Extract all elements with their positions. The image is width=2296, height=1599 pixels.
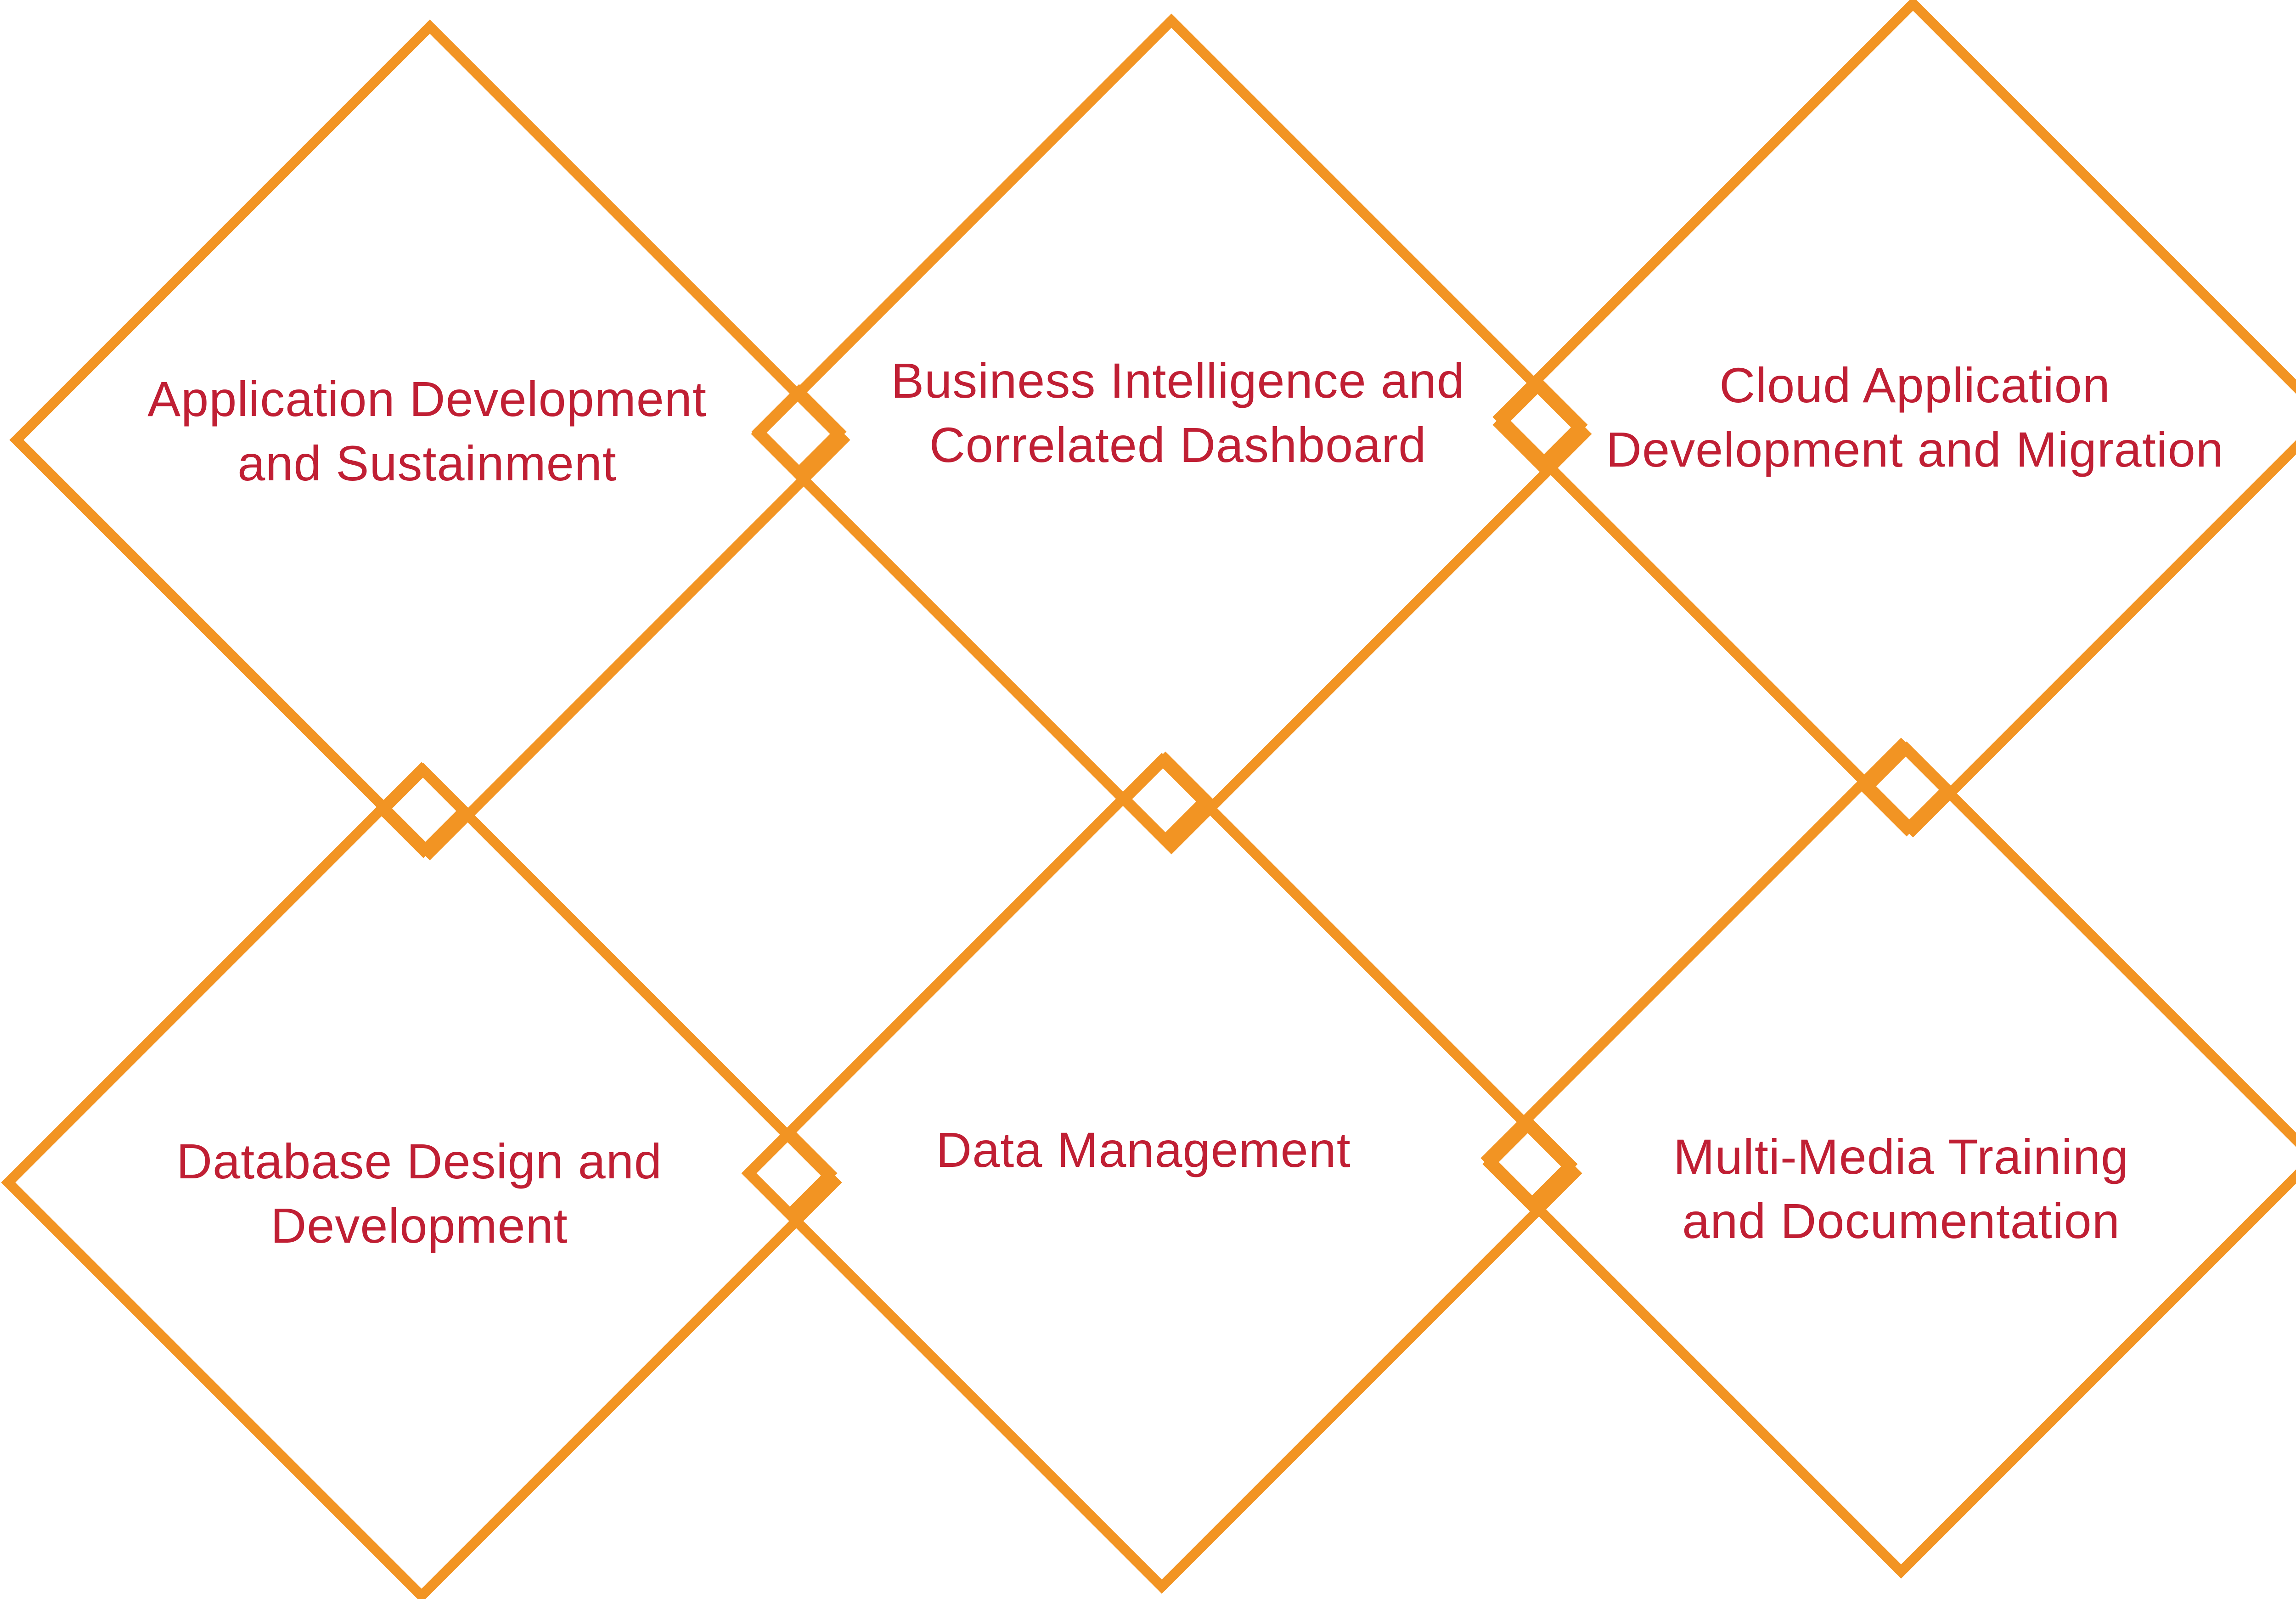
label-line: Development and Migration (1606, 422, 2224, 477)
label-data-management: Data Management (936, 1122, 1351, 1177)
diamond-cloud-application (1492, 0, 2296, 838)
label-line: Correlated Dashboard (929, 417, 1427, 473)
label-line: and Documentation (1682, 1193, 2120, 1249)
label-line: Database Design and (176, 1133, 662, 1189)
connector-diamond (376, 763, 471, 858)
label-line: and Sustainment (237, 435, 617, 491)
label-line: Business Intelligence and (891, 353, 1465, 408)
connector-diamond (1859, 741, 1954, 837)
diamond-multimedia-training (1480, 738, 2296, 1579)
service-labels: Application Development and Sustainment Bu… (147, 353, 2224, 1253)
connector-diamond (751, 384, 847, 479)
connector-diamond (1482, 1116, 1578, 1212)
diamond-business-intelligence (751, 13, 1592, 855)
diamond-application-development (9, 19, 850, 861)
diamond-data-management (741, 753, 1582, 1594)
label-multimedia-training: Multi-Media Training and Documentation (1673, 1129, 2129, 1249)
connector-diamond (1118, 751, 1213, 847)
label-line: Multi-Media Training (1673, 1129, 2129, 1184)
label-line: Data Management (936, 1122, 1351, 1177)
connector-diamonds (376, 377, 1954, 1221)
connector-diamond (742, 1126, 838, 1221)
label-line: Development (270, 1198, 568, 1253)
diamond-database-design (1, 762, 842, 1599)
label-application-development: Application Development and Sustainment (147, 371, 707, 491)
connector-diamond (1492, 377, 1588, 473)
label-line: Cloud Application (1719, 357, 2110, 413)
label-line: Application Development (147, 371, 707, 427)
